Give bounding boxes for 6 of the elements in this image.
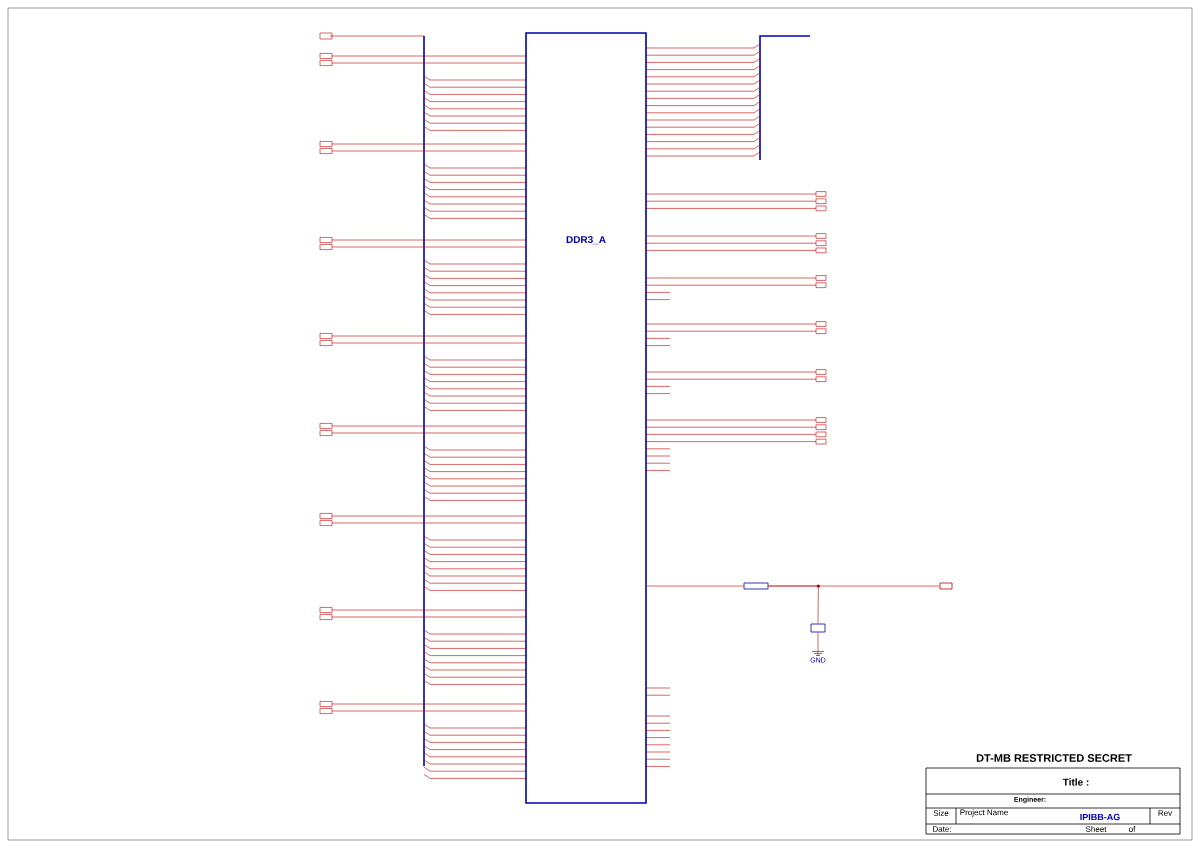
wire bbox=[768, 585, 819, 624]
capacitor-symbol bbox=[810, 623, 826, 633]
off-page-connector bbox=[939, 582, 953, 590]
wire bbox=[646, 585, 744, 587]
resistor-symbol bbox=[743, 582, 769, 590]
wire bbox=[817, 632, 819, 657]
